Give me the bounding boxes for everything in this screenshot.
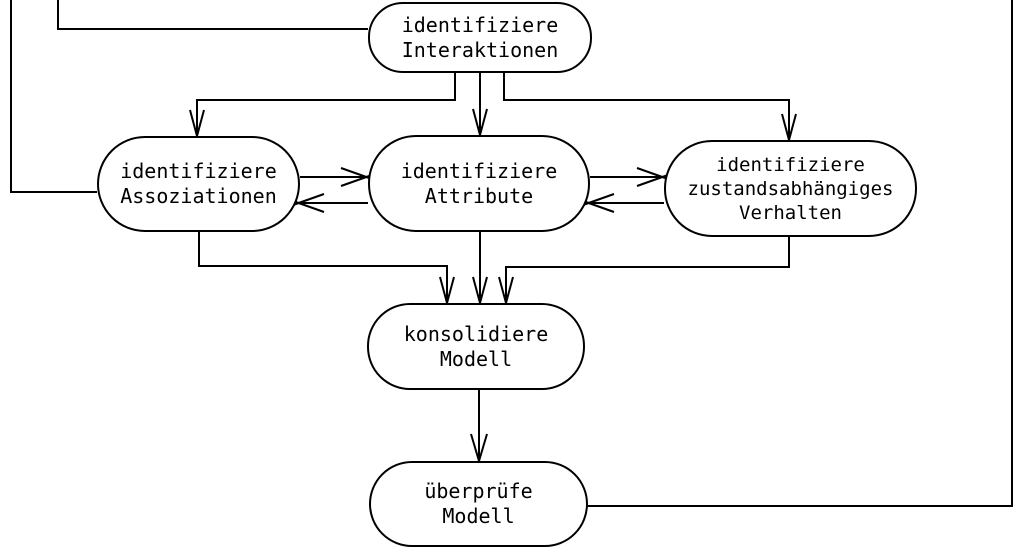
edge-offscreen-to-interaktionen xyxy=(57,0,368,30)
node-ueberpruefe-modell: überprüfe Modell xyxy=(369,461,588,547)
arrowhead-down xyxy=(472,276,488,304)
node-konsolidiere-modell: konsolidiere Modell xyxy=(367,303,585,390)
arrowhead-down xyxy=(439,276,455,304)
arrowhead-down xyxy=(781,113,797,141)
node-identifiziere-attribute: identifiziere Attribute xyxy=(368,135,590,232)
arrowhead-down xyxy=(189,109,205,137)
node-identifiziere-interaktionen: identifiziere Interaktionen xyxy=(368,2,592,73)
edge-attribute-to-verhalten xyxy=(590,167,669,187)
edge-verhalten-to-attribute xyxy=(582,193,664,213)
edge-konsolidiere-to-ueberpruefe xyxy=(470,390,488,462)
node-label: identifiziere Assoziationen xyxy=(120,159,277,208)
node-label: identifiziere zustandsabhängiges Verhalt… xyxy=(687,153,894,224)
node-label: identifiziere Attribute xyxy=(400,158,558,208)
edge-verhalten-to-konsolidiere xyxy=(498,237,790,304)
arrowhead-right xyxy=(340,167,373,187)
arrowhead-left xyxy=(582,193,615,213)
arrowhead-left xyxy=(292,193,325,213)
arrowhead-down xyxy=(472,108,488,136)
arrowhead-down xyxy=(470,433,488,462)
edge-assoziationen-to-attribute xyxy=(300,167,373,187)
node-label: überprüfe Modell xyxy=(424,479,533,528)
edge-attribute-to-assoziationen xyxy=(292,193,368,213)
arrowhead-down xyxy=(498,276,514,304)
edge-interaktionen-to-verhalten xyxy=(503,73,797,141)
edge-assoziationen-to-konsolidiere xyxy=(198,232,455,304)
node-identifiziere-zustandsabhaengiges-verhalten: identifiziere zustandsabhängiges Verhalt… xyxy=(664,140,917,237)
node-label: konsolidiere Modell xyxy=(403,321,549,371)
edge-interaktionen-to-assoziationen xyxy=(189,73,456,137)
arrowhead-right xyxy=(636,167,669,187)
edge-offscreen-to-assoziationen xyxy=(10,0,97,193)
edge-attribute-to-konsolidiere xyxy=(472,232,488,304)
node-identifiziere-assoziationen: identifiziere Assoziationen xyxy=(97,136,300,232)
edge-ueberpruefe-feedback-loop xyxy=(588,0,1013,507)
node-label: identifiziere Interaktionen xyxy=(401,12,559,62)
edge-interaktionen-to-attribute xyxy=(472,73,488,136)
